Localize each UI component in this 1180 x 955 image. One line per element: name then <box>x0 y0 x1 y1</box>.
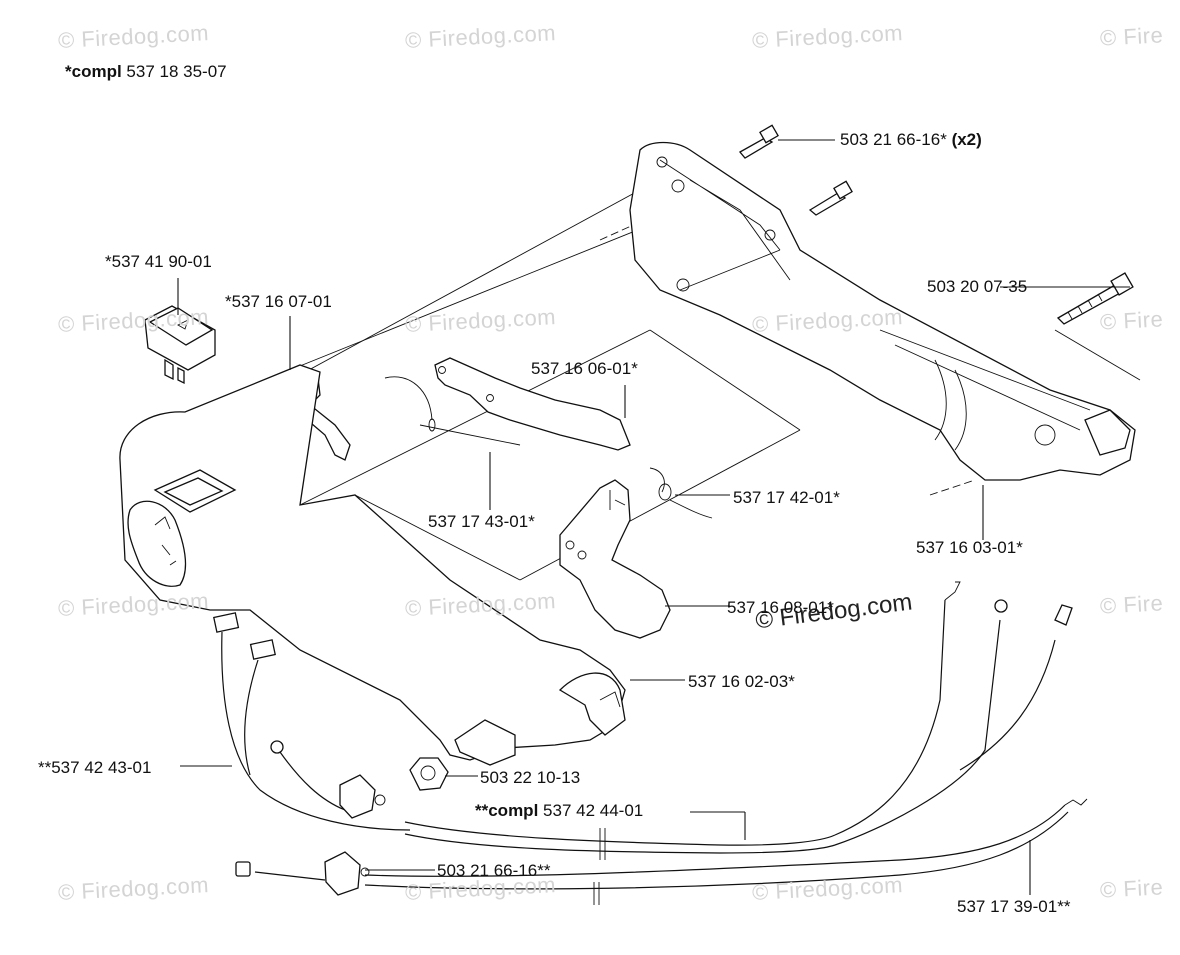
label-nut[interactable]: 503 22 10-13 <box>480 768 581 787</box>
nut-part <box>409 757 449 791</box>
label-handle-left[interactable]: 537 16 02-03* <box>688 672 795 691</box>
assembly-guide-lines <box>179 189 1141 581</box>
throttle-plate-part <box>434 357 631 451</box>
label-screw-bottom[interactable]: 503 21 66-16** <box>437 861 551 880</box>
cable-kit-number: 537 42 44-01 <box>543 801 644 820</box>
label-trigger[interactable]: 537 16 08-01* <box>727 598 834 617</box>
label-throttle-plate[interactable]: 537 16 06-01* <box>531 359 638 378</box>
screws <box>738 124 1134 325</box>
label-cable-kit[interactable]: **compl 537 42 44-01 <box>475 801 643 821</box>
kit-header: *compl 537 18 35-07 <box>65 62 227 82</box>
part-number: 503 21 66-16* <box>840 130 947 149</box>
kit-number: 537 18 35-07 <box>126 62 227 81</box>
pin-spring-wires <box>384 376 713 519</box>
label-wire-left[interactable]: **537 42 43-01 <box>38 758 152 777</box>
watermark: © Fire <box>1099 874 1164 903</box>
label-pin[interactable]: 537 17 43-01* <box>428 512 535 531</box>
label-switch[interactable]: *537 41 90-01 <box>105 252 212 271</box>
label-spring[interactable]: 537 17 42-01* <box>733 488 840 507</box>
right-handle-part <box>629 141 1136 481</box>
label-screw-top[interactable]: 503 21 66-16* (x2) <box>840 130 982 150</box>
label-cable-right[interactable]: 537 17 39-01** <box>957 897 1071 916</box>
trigger-part <box>559 479 671 639</box>
kit-prefix: *compl <box>65 62 122 81</box>
switch-part <box>144 305 216 385</box>
label-screw-right[interactable]: 503 20 07-35 <box>927 277 1028 296</box>
watermark: © Fire <box>1099 590 1164 619</box>
left-handle-part <box>119 364 626 766</box>
leader-lines <box>177 139 1130 895</box>
label-handle-right[interactable]: 537 16 03-01* <box>916 538 1023 557</box>
cable-kit-prefix: **compl <box>475 801 539 820</box>
wiring-harness <box>213 581 1088 905</box>
label-lever[interactable]: *537 16 07-01 <box>225 292 332 311</box>
part-qty: (x2) <box>951 130 982 149</box>
watermark: © Fire <box>1099 22 1164 51</box>
watermark: © Fire <box>1099 306 1164 335</box>
